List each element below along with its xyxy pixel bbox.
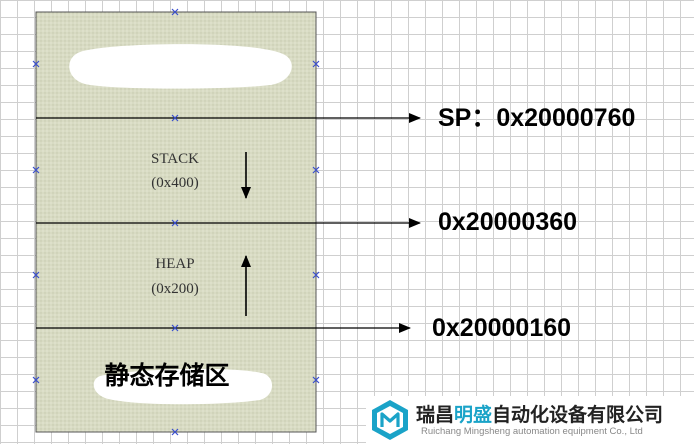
selection-markers xyxy=(32,8,320,436)
marker-left-3 xyxy=(32,271,40,279)
erased-blob-top xyxy=(69,44,292,89)
company-name: 瑞昌明盛自动化设备有限公司 xyxy=(416,400,663,427)
marker-left-1 xyxy=(32,60,40,68)
company-watermark: 瑞昌明盛自动化设备有限公司 Ruichang Mingsheng automat… xyxy=(366,396,694,444)
marker-right-3 xyxy=(312,271,320,279)
company-name-suffix: 自动化设备有限公司 xyxy=(492,404,664,426)
stack-label: STACK xyxy=(151,151,199,167)
company-name-prefix: 瑞昌 xyxy=(416,404,455,426)
marker-left-2 xyxy=(32,166,40,174)
static-storage-label: 静态存储区 xyxy=(104,361,229,390)
heap-bottom-address-label: 0x20000160 xyxy=(432,314,571,342)
marker-left-4 xyxy=(32,376,40,384)
marker-right-2 xyxy=(312,166,320,174)
marker-bottom-center xyxy=(171,428,179,436)
stack-size-label: (0x400) xyxy=(151,175,199,191)
heap-label: HEAP xyxy=(155,256,194,272)
marker-right-1 xyxy=(312,60,320,68)
sp-address-label: SP：0x20000760 xyxy=(438,104,635,132)
marker-sp-center xyxy=(171,114,179,122)
company-logo-icon xyxy=(372,400,408,440)
company-name-highlight: 明盛 xyxy=(454,404,493,426)
company-subtitle: Ruichang Mingsheng automation equipment … xyxy=(421,426,643,437)
marker-right-4 xyxy=(312,376,320,384)
erased-blob-bottom xyxy=(93,368,273,405)
marker-top-center xyxy=(171,8,179,16)
stack-bottom-address-label: 0x20000360 xyxy=(438,208,577,236)
heap-size-label: (0x200) xyxy=(151,281,199,297)
marker-stack-center xyxy=(171,219,179,227)
marker-heap-center xyxy=(171,324,179,332)
